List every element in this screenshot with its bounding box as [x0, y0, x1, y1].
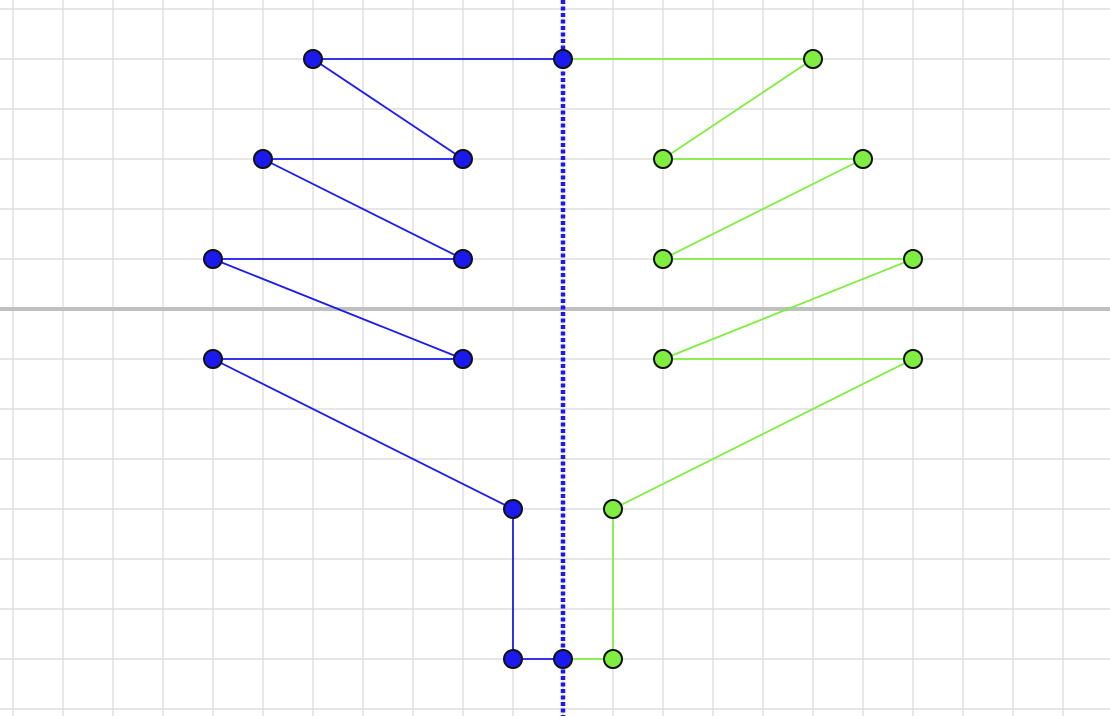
reflected-point — [653, 249, 673, 269]
reflected-point — [903, 349, 923, 369]
original-point — [503, 649, 523, 669]
reflected-point — [603, 649, 623, 669]
original-point — [253, 149, 273, 169]
original-point — [453, 149, 473, 169]
reflected-point — [903, 249, 923, 269]
original-point — [453, 349, 473, 369]
shape-points — [203, 49, 923, 669]
original-point — [503, 499, 523, 519]
reflected-point — [653, 349, 673, 369]
reflected-point — [853, 149, 873, 169]
reflected-point — [803, 49, 823, 69]
original-point — [303, 49, 323, 69]
original-point — [553, 49, 573, 69]
original-point — [203, 249, 223, 269]
reflected-point — [653, 149, 673, 169]
original-point — [453, 249, 473, 269]
original-point — [203, 349, 223, 369]
original-point — [553, 649, 573, 669]
reflected-point — [603, 499, 623, 519]
